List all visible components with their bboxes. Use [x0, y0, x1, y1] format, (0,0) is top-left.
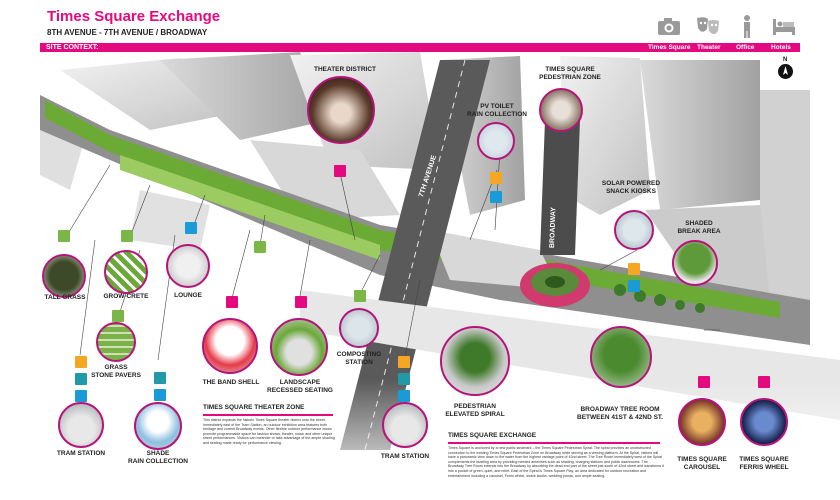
grass-pavers-label: GRASS STONE PAVERS: [91, 364, 141, 379]
tree-room-photo: [590, 326, 652, 388]
ferris-wheel-icon: [758, 376, 770, 388]
page-title: Times Square Exchange: [47, 8, 221, 25]
pv-toilet-photo: [477, 122, 515, 160]
theater-zone-title: TIMES SQUARE THEATER ZONE: [203, 404, 305, 411]
theater-masks-icon[interactable]: [694, 13, 722, 39]
pedestrian-zone-label: TIMES SQUARE PEDESTRIAN ZONE: [539, 66, 601, 81]
hotel-bed-icon[interactable]: [770, 13, 798, 39]
recessed-seating-photo: [270, 318, 328, 376]
tram1-solar-icon: [75, 356, 87, 368]
page-subtitle: 8TH AVENUE - 7TH AVENUE / BROADWAY: [47, 28, 208, 37]
nav-times-square[interactable]: Times Square: [648, 44, 691, 51]
shaded-break-photo: [672, 240, 718, 286]
tram-station-1-label: TRAM STATION: [56, 450, 106, 457]
band-shell-star-icon: [226, 296, 238, 308]
elevated-spiral-photo: [440, 326, 510, 396]
solar-kiosks-label: SOLAR POWERED SNACK KIOSKS: [601, 180, 661, 195]
tram-station-1-photo: [58, 402, 104, 448]
pavers-leaf-icon: [112, 310, 124, 322]
north-arrow-icon: [778, 64, 793, 79]
shade-leaf-icon: [154, 372, 166, 384]
exchange-body: Times Square is anchored by a new public…: [448, 446, 664, 478]
site-context-bar: [40, 43, 800, 52]
north-label: N: [783, 57, 788, 63]
tall-grass-icon: [58, 230, 70, 242]
nav-theater[interactable]: Theater: [697, 44, 721, 51]
nav-hotels[interactable]: Hotels: [771, 44, 791, 51]
camera-icon[interactable]: [655, 13, 683, 39]
site-context-label: SITE CONTEXT:: [46, 44, 99, 51]
tram2-solar-icon: [398, 356, 410, 368]
tram-station-2-label: TRAM STATION: [380, 453, 430, 460]
carousel-label: TIMES SQUARE CAROUSEL: [677, 456, 727, 471]
water-drop-icon: [490, 191, 502, 203]
compost-recycle-icon: [354, 290, 366, 302]
exchange-title: TIMES SQUARE EXCHANGE: [448, 432, 537, 439]
lounge-label: LOUNGE: [174, 292, 202, 299]
broadway-label: BROADWAY: [549, 207, 558, 249]
theater-zone-rule: [203, 414, 333, 416]
pv-toilet-label: PV TOILET RAIN COLLECTION: [467, 103, 527, 118]
ferris-wheel-photo: [740, 398, 788, 446]
carousel-icon: [698, 376, 710, 388]
grow-crete-photo: [104, 250, 148, 294]
shade-rain-photo: [134, 402, 182, 450]
shaded-break-label: SHADED BREAK AREA: [677, 220, 721, 235]
elevated-spiral-label: PEDESTRIAN ELEVATED SPIRAL: [445, 403, 505, 418]
theater-zone-body: This district expands the historic Times…: [203, 418, 335, 445]
nav-office[interactable]: Office: [736, 44, 755, 51]
lounge-leaf-icon: [254, 241, 266, 253]
tree-room-label: BROADWAY TREE ROOM BETWEEN 41ST & 42ND S…: [577, 406, 663, 421]
lounge-water-icon: [185, 222, 197, 234]
tram1-target-icon: [75, 390, 87, 402]
grow-crete-icon: [121, 230, 133, 242]
person-icon[interactable]: [733, 13, 761, 39]
tram2-transit-icon: [398, 373, 410, 385]
composting-photo: [339, 308, 379, 348]
tall-grass-photo: [42, 254, 86, 298]
kiosk-solar-icon: [628, 263, 640, 275]
tram2-target-icon: [398, 390, 410, 402]
composting-label: COMPOSTING STATION: [336, 351, 382, 366]
grow-crete-label: GROW-CRETE: [103, 293, 149, 300]
seating-icon: [295, 296, 307, 308]
band-shell-label: THE BAND SHELL: [202, 379, 260, 386]
shade-water-icon: [154, 389, 166, 401]
theater-district-photo: [307, 76, 375, 144]
solar-icon: [490, 172, 502, 184]
grass-pavers-photo: [96, 322, 136, 362]
tram-station-2-photo: [382, 402, 428, 448]
carousel-photo: [678, 398, 726, 446]
recessed-seating-label: LANDSCAPE RECESSED SEATING: [267, 379, 333, 394]
solar-kiosks-photo: [614, 210, 654, 250]
exchange-rule: [448, 442, 660, 444]
kiosk-water-icon: [628, 280, 640, 292]
lounge-photo: [166, 244, 210, 288]
band-shell-photo: [202, 318, 258, 374]
pedestrian-zone-photo: [539, 88, 583, 132]
tram1-transit-icon: [75, 373, 87, 385]
shade-rain-label: SHADE RAIN COLLECTION: [128, 450, 188, 465]
theater-star-icon: [334, 165, 346, 177]
tall-grass-label: TALL GRASS: [44, 294, 86, 301]
ferris-wheel-label: TIMES SQUARE FERRIS WHEEL: [739, 456, 789, 471]
theater-district-label: THEATER DISTRICT: [314, 66, 376, 73]
broadway-street: [540, 120, 580, 255]
